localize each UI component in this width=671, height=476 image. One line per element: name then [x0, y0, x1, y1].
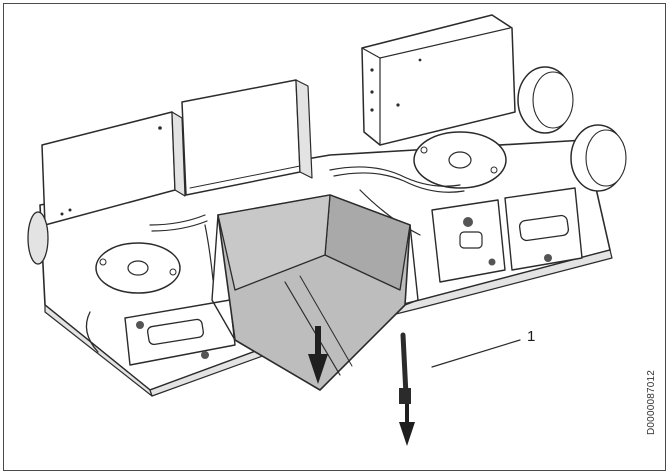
fan-right [413, 131, 507, 189]
top-module-right [361, 14, 516, 146]
fan-left [95, 242, 181, 294]
duct-spigot-bottom [85, 311, 99, 353]
connector-panel-right-a [431, 199, 506, 283]
cable-plug [399, 332, 411, 404]
internal-piping [149, 166, 465, 281]
duct-spigot-upper [517, 66, 574, 134]
document-id: D0000087012 [646, 369, 657, 435]
callout-leader-line [431, 339, 521, 368]
down-arrow-icon [308, 326, 328, 384]
connector-panel-right-b [504, 187, 583, 271]
down-arrow-icon [399, 404, 415, 446]
removable-component [211, 194, 419, 391]
callout-label: 1 [527, 328, 536, 345]
duct-spigot-lower [570, 124, 627, 192]
top-module-left [41, 111, 186, 226]
connector-panel-left [124, 299, 236, 366]
duct-spigot-left [27, 211, 49, 265]
top-module-center [181, 79, 313, 196]
